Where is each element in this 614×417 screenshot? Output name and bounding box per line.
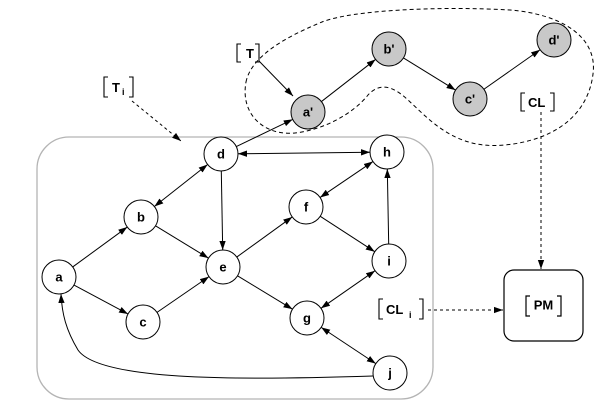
tag-cli-left-bracket [378,298,383,320]
edge-e-f [236,216,293,258]
node-g: g [289,300,325,336]
node-f-circle [288,189,324,225]
edge-b2-c2 [403,57,456,91]
node-c-label: c [139,314,146,329]
node-f-label: f [304,199,309,214]
node-b2-label: b' [383,41,394,56]
tag-t-right-bracket [255,43,260,63]
tag-cl-text: CL [528,95,545,110]
node-j: j [372,355,408,391]
edge-b-d [154,164,208,207]
node-d2-circle [536,22,572,58]
edge-g-j [320,326,377,365]
node-e: e [205,249,241,285]
node-c: c [125,304,161,340]
node-g-label: g [303,310,311,325]
edge-a2-b2 [321,59,376,102]
tag-ti-subscript: i [122,87,125,97]
node-i: i [371,243,407,279]
pm-label: PM [525,295,562,317]
tag-cl: CL [520,92,555,112]
node-d2: d' [536,22,572,58]
tag-cli-right-bracket [419,298,424,320]
node-c2: c' [452,81,488,117]
edge-f-i [319,215,376,253]
t-pointer [258,60,294,97]
tag-cli: CL i [378,298,424,320]
edge-b-e [155,225,209,259]
region-box [36,136,434,400]
tag-ti-left-bracket [103,76,108,98]
edge-c2-d2 [483,49,541,90]
pm-box [503,269,584,342]
node-e-circle [205,249,241,285]
tag-ti: T i [103,76,134,98]
node-i-circle [371,243,407,279]
node-b-circle [123,199,159,235]
ti-pointer [131,100,182,142]
edge-c-e [156,276,210,313]
tag-cli-text: CL [386,302,403,317]
node-i-label: i [387,253,391,268]
tag-ti-right-bracket [129,76,134,98]
node-b2-circle [371,31,407,67]
edges-layer [58,49,541,379]
node-b: b [123,199,159,235]
pm-label-text: PM [534,297,554,312]
tag-t-text: T [246,46,254,61]
node-d-circle [203,136,239,172]
node-c2-circle [452,81,488,117]
node-j-label: j [387,365,392,380]
edge-d-h [237,149,371,157]
node-a2-label: a' [303,104,313,119]
node-a-circle [41,259,77,295]
node-h: h [369,134,405,170]
edge-e-g [237,275,293,310]
node-e-label: e [219,259,226,274]
edge-i-h [384,168,391,245]
tag-cl-right-bracket [550,92,555,112]
edge-f-h [319,161,374,198]
primed-region-blob [244,8,594,147]
edge-d-e [219,170,226,251]
tag-cl-left-bracket [520,92,525,112]
edge-j-a [58,293,374,379]
node-b-label: b [137,209,145,224]
node-f: f [288,189,324,225]
node-d: d [203,136,239,172]
pm-right-bracket [557,295,562,317]
node-c-circle [125,304,161,340]
node-d2-label: d' [548,32,559,47]
pm-left-bracket [525,295,530,317]
node-a-label: a [55,269,63,284]
node-a: a [41,259,77,295]
tag-t: T [236,43,260,63]
tag-ti-text: T [112,80,120,95]
edge-a-c [73,284,129,315]
nodes-layer: a b c d e f g h i j a' b' c' d' [41,22,572,391]
edge-a-b [72,226,128,268]
node-a2-circle [290,94,326,130]
node-d-label: d [217,146,225,161]
node-c2-label: c' [465,91,475,106]
node-b2: b' [371,31,407,67]
edge-d-a2 [236,118,293,148]
edge-i-g [320,270,376,309]
node-a2: a' [290,94,326,130]
node-g-circle [289,300,325,336]
tag-cli-subscript: i [409,310,412,320]
node-h-circle [369,134,405,170]
node-h-label: h [383,144,391,159]
node-j-circle [372,355,408,391]
tag-t-left-bracket [236,43,241,63]
